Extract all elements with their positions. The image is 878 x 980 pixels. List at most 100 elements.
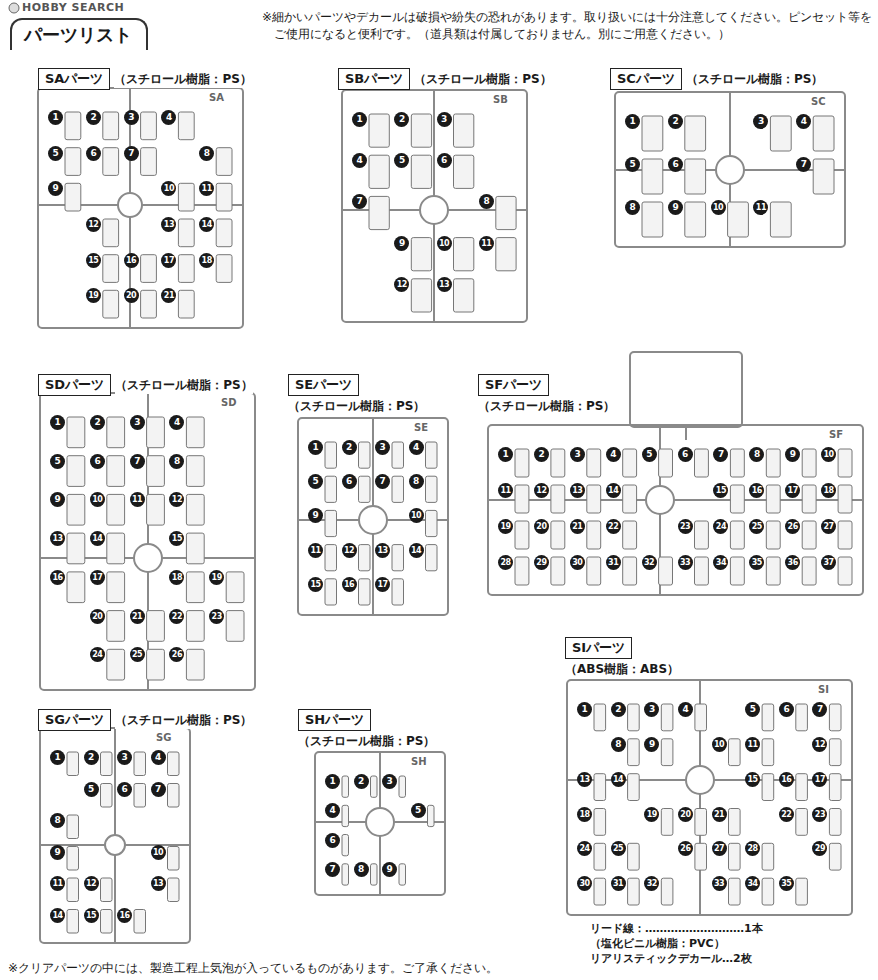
callout-number: 4 [796,114,811,129]
callout-number: 33 [712,876,727,891]
callout-number: 15 [745,772,760,787]
part-shape [770,116,791,151]
callout-number: 16 [124,253,139,268]
callout-number: 20 [534,519,549,534]
part-shape [766,449,780,477]
part-shape [695,704,707,731]
part-shape [838,449,852,477]
part-shape [101,910,113,934]
callout-number: 2 [394,112,409,127]
callout-number: 6 [90,454,105,469]
part-shape [392,579,404,605]
part-shape [107,572,125,603]
part-shape [802,449,816,477]
sprue-heading: SAパーツ（スチロール樹脂：PS） [38,68,252,90]
part-shape [67,815,79,839]
callout-number: 10 [409,508,424,523]
callout-number: 20 [678,807,693,822]
callout-number: 8 [169,454,184,469]
sprue-tag: SC [809,96,828,108]
callout-number: 9 [50,845,65,860]
callout-number: 36 [785,555,800,570]
part-shape [813,116,834,151]
part-shape [186,649,204,680]
callout-number: 21 [161,288,176,303]
callout-number: 17 [161,253,176,268]
part-shape [103,112,119,140]
material-note: （スチロール樹脂：PS） [114,71,251,88]
callout-number: 6 [342,474,357,489]
sprue-tag: SH [409,756,429,768]
sprue-name: SHパーツ [298,709,371,731]
part-shape [762,774,774,801]
part-shape [594,704,606,731]
sprue-name: SEパーツ [288,374,359,396]
callout-number: 5 [308,474,323,489]
callout-number: 4 [678,702,693,717]
callout-number: 28 [745,841,760,856]
sprue-tag: SG [154,732,173,744]
part-shape [762,739,774,766]
sprue-tag: SB [491,94,510,106]
callout-number: 22 [169,609,184,624]
callout-number: 25 [611,841,626,856]
part-shape [802,557,816,585]
callout-number: 11 [753,200,768,215]
callout-number: 6 [325,833,340,848]
callout-number: 3 [382,774,397,789]
callout-number: 1 [325,774,340,789]
part-shape [371,864,378,885]
callout-number: 24 [577,841,592,856]
sprue-name: SAパーツ [38,68,110,90]
sprue-heading: SCパーツ（スチロール樹脂：PS） [610,68,823,90]
callout-number: 23 [678,519,693,534]
part-shape [661,704,673,731]
callout-number: 15 [308,577,323,592]
part-shape [325,579,337,605]
part-shape [695,809,707,836]
part-shape [587,449,601,477]
part-shape [392,442,404,468]
callout-number: 5 [745,702,760,717]
part-shape [728,202,749,237]
material-note: （スチロール樹脂：PS） [686,71,823,88]
part-shape [141,148,157,176]
part-shape [147,456,165,487]
part-shape [551,557,565,585]
callout-number: 7 [325,862,340,877]
part-shape [141,112,157,140]
part-shape [103,219,119,247]
callout-number: 16 [749,483,764,498]
part-shape [661,739,673,766]
callout-number: 14 [606,483,621,498]
callout-number: 4 [409,440,424,455]
part-shape [587,557,601,585]
callout-number: 11 [130,492,145,507]
callout-number: 19 [86,288,101,303]
part-shape [107,456,125,487]
callout-number: 11 [479,236,494,251]
part-shape [428,805,435,826]
part-shape [101,878,113,902]
part-shape [141,255,157,283]
callout-number: 9 [394,236,409,251]
callout-number: 1 [498,447,513,462]
callout-number: 22 [606,519,621,534]
part-shape [426,545,438,571]
callout-number: 34 [745,876,760,891]
part-shape [813,159,834,194]
part-shape [695,843,707,870]
part-shape [426,476,438,502]
callout-number: 23 [812,807,827,822]
part-shape [67,494,85,525]
part-shape [594,878,606,905]
callout-number: 4 [352,153,367,168]
sprue-tag: SF [827,429,845,441]
part-shape [729,878,741,905]
callout-number: 15 [713,483,728,498]
part-shape [392,476,404,502]
callout-number: 7 [352,194,367,209]
callout-number: 18 [577,807,592,822]
callout-number: 5 [642,447,657,462]
callout-number: 23 [209,609,224,624]
